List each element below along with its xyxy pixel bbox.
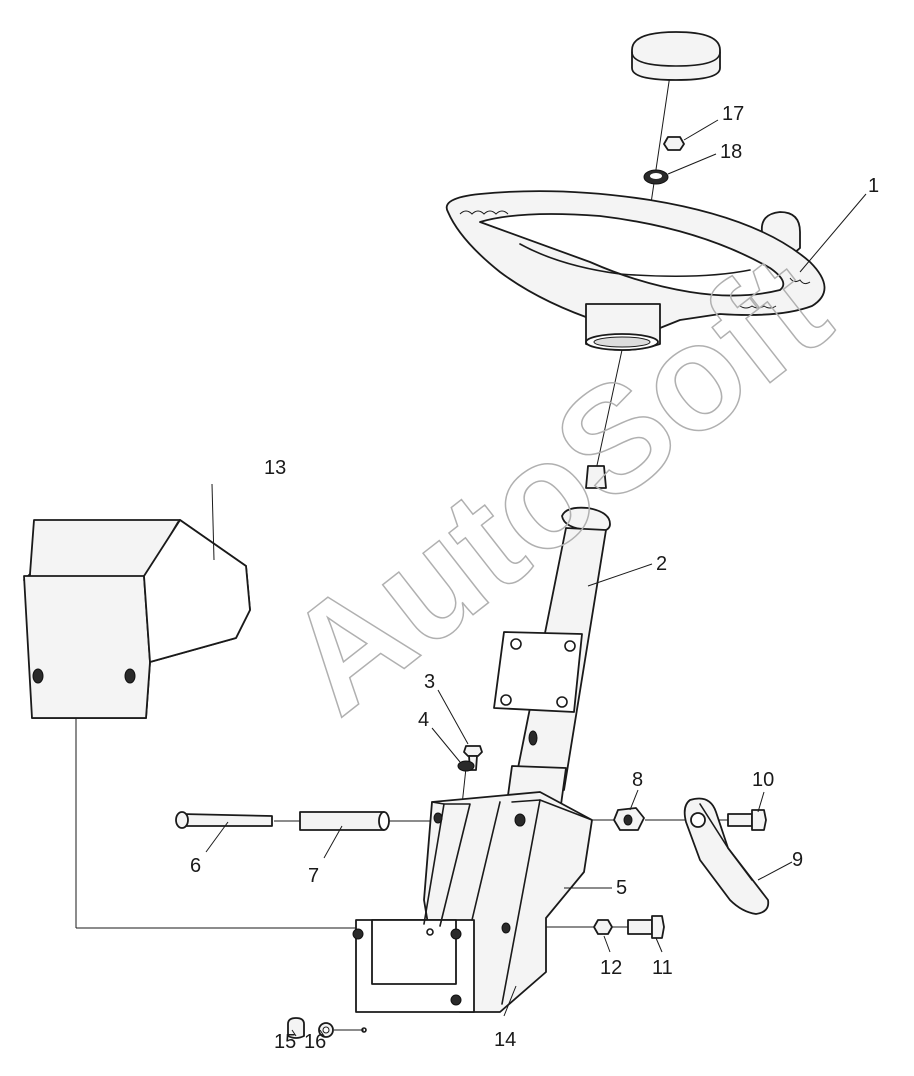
leader-2 bbox=[587, 563, 653, 587]
steering-wheel-cap bbox=[631, 31, 721, 81]
callout-15: 15 bbox=[274, 1031, 296, 1053]
callout-6: 6 bbox=[190, 855, 201, 877]
bolt-10 bbox=[727, 809, 767, 831]
nut-8 bbox=[613, 807, 645, 831]
leader-9 bbox=[757, 861, 793, 881]
leader-6 bbox=[205, 821, 229, 853]
washer-4 bbox=[457, 760, 475, 772]
callout-9: 9 bbox=[792, 849, 803, 871]
leader-3 bbox=[437, 689, 469, 745]
leader-18 bbox=[667, 153, 717, 175]
tilt-lever bbox=[683, 797, 770, 915]
leader-8 bbox=[629, 789, 639, 811]
callout-8: 8 bbox=[632, 769, 643, 791]
pivot-pin bbox=[175, 811, 273, 829]
leader-14 bbox=[503, 985, 517, 1017]
washer-18 bbox=[643, 169, 669, 185]
leader-4 bbox=[431, 727, 461, 763]
callout-12: 12 bbox=[600, 957, 622, 979]
bolt-15 bbox=[287, 1017, 305, 1039]
bolt-11 bbox=[627, 915, 665, 939]
leader-12 bbox=[603, 935, 611, 953]
leader-16 bbox=[319, 1029, 325, 1037]
leader-1 bbox=[799, 193, 867, 273]
column-cover bbox=[23, 519, 251, 719]
leader-13 bbox=[211, 483, 215, 561]
callout-7: 7 bbox=[308, 865, 319, 887]
callout-13: 13 bbox=[264, 457, 286, 479]
leader-10 bbox=[757, 791, 765, 813]
leader-7 bbox=[323, 825, 343, 859]
steering-wheel bbox=[445, 190, 826, 351]
nut-12 bbox=[593, 919, 613, 935]
callout-5: 5 bbox=[616, 877, 627, 899]
leader-17 bbox=[683, 119, 719, 141]
callout-18: 18 bbox=[720, 141, 742, 163]
nut-17 bbox=[663, 136, 685, 151]
callout-17: 17 bbox=[722, 103, 744, 125]
callout-16: 16 bbox=[304, 1031, 326, 1053]
callout-2: 2 bbox=[656, 553, 667, 575]
column-support-bracket bbox=[352, 791, 593, 1033]
callout-1: 1 bbox=[868, 175, 879, 197]
callout-11: 11 bbox=[652, 957, 673, 979]
spacer-tube bbox=[299, 811, 390, 831]
leader-15 bbox=[291, 1029, 297, 1037]
callouts: 1 2 3 4 5 6 7 8 9 10 11 12 13 14 15 16 1 bbox=[190, 103, 879, 1053]
callout-14: 14 bbox=[494, 1029, 516, 1051]
callout-10: 10 bbox=[752, 769, 774, 791]
callout-3: 3 bbox=[424, 671, 435, 693]
leader-11 bbox=[655, 937, 663, 953]
callout-4: 4 bbox=[418, 709, 429, 731]
